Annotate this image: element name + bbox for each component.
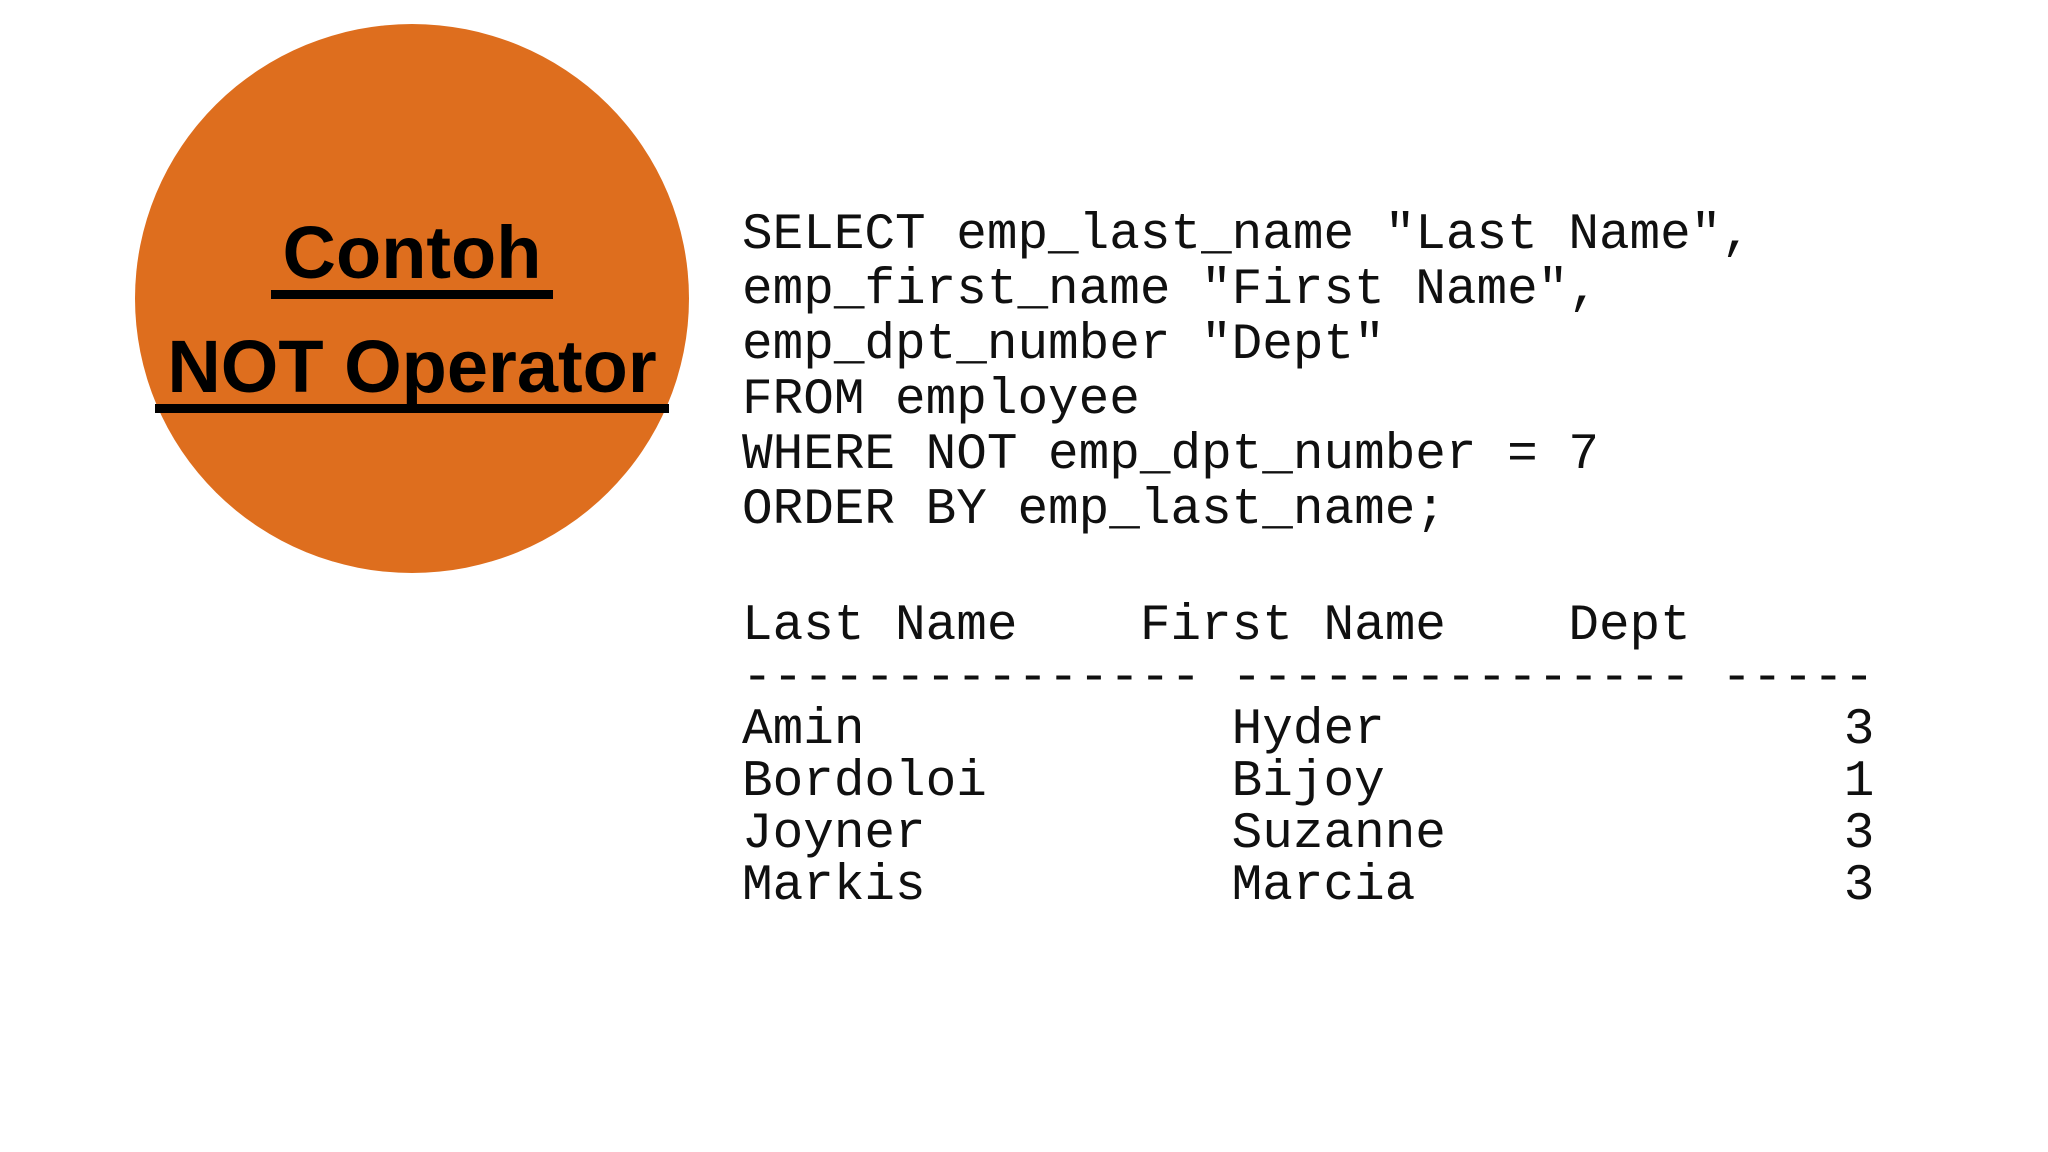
- result-row-2: Bordoloi Bijoy 1: [742, 754, 1875, 811]
- result-header-line: Last Name First Name Dept: [742, 598, 1691, 655]
- result-separator-line: --------------- --------------- -----: [742, 650, 1875, 707]
- badge-title-line2-text: NOT Operator: [155, 330, 669, 413]
- result-row-1: Amin Hyder 3: [742, 702, 1875, 759]
- sql-line-from: FROM employee: [742, 372, 1140, 429]
- sql-line-where: WHERE NOT emp_dpt_number = 7: [742, 427, 1599, 484]
- sql-line-order-by: ORDER BY emp_last_name;: [742, 482, 1446, 539]
- badge-title-line2: NOT Operator: [135, 330, 689, 413]
- result-row-4: Markis Marcia 3: [742, 858, 1875, 915]
- example-topic-badge: Contoh NOT Operator: [135, 24, 689, 573]
- result-row-3: Joyner Suzanne 3: [742, 806, 1875, 863]
- badge-title-line1-text: Contoh: [270, 216, 554, 299]
- sql-line-select: SELECT emp_last_name "Last Name",: [742, 207, 1752, 264]
- badge-title-line1: Contoh: [135, 216, 689, 299]
- sql-query-code: SELECT emp_last_name "Last Name", emp_fi…: [742, 208, 1752, 538]
- query-result-listing: Last Name First Name Dept --------------…: [742, 601, 1874, 913]
- sql-line-col3: emp_dpt_number "Dept": [742, 317, 1385, 374]
- sql-line-col2: emp_first_name "First Name",: [742, 262, 1599, 319]
